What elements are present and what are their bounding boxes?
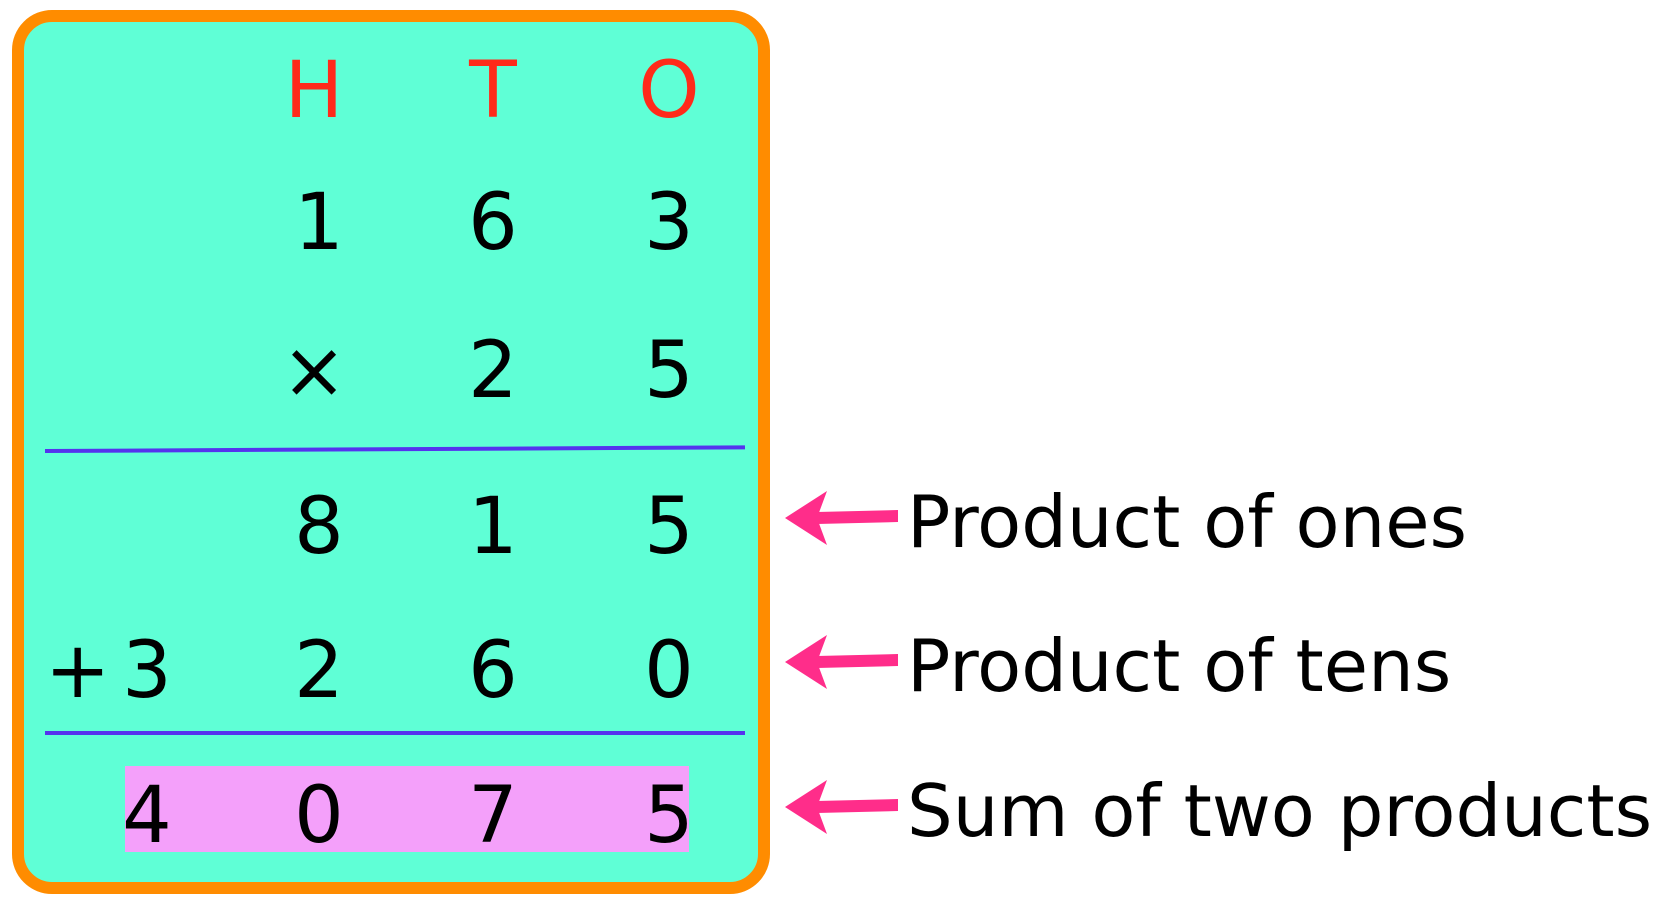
bottom-rule (45, 731, 745, 735)
header-hundreds: H (284, 46, 344, 136)
product-tens-digit-thousands: 3 (122, 626, 172, 716)
label-product-of-ones: Product of ones (907, 480, 1468, 564)
arrow-left-icon (785, 491, 898, 545)
multiplier-digit-ones: 5 (644, 326, 694, 416)
product-ones-digit-hundreds: 8 (294, 482, 344, 572)
product-ones-digit-ones: 5 (644, 482, 694, 572)
sum-digit-ones: 5 (644, 771, 694, 861)
product-tens-digit-ones: 0 (644, 626, 694, 716)
arrow-left-icon (785, 780, 898, 834)
product-tens-digit-tens: 6 (468, 626, 518, 716)
multiply-sign: × (281, 326, 347, 416)
sum-digit-tens: 7 (468, 771, 518, 861)
sum-highlight (125, 766, 689, 852)
header-ones: O (638, 46, 700, 136)
label-product-of-tens: Product of tens (907, 624, 1452, 708)
product-tens-digit-hundreds: 2 (294, 626, 344, 716)
label-sum-of-two-products: Sum of two products (907, 769, 1653, 853)
multiplicand-digit-tens: 6 (468, 178, 518, 268)
multiplier-digit-tens: 2 (468, 326, 518, 416)
plus-sign: + (45, 626, 111, 716)
sum-digit-thousands: 4 (122, 771, 172, 861)
multiplicand-digit-hundreds: 1 (294, 178, 344, 268)
arrow-left-icon (785, 635, 898, 689)
header-tens: T (469, 46, 517, 136)
product-ones-digit-tens: 1 (468, 482, 518, 572)
sum-digit-hundreds: 0 (294, 771, 344, 861)
multiplicand-digit-ones: 3 (644, 178, 694, 268)
